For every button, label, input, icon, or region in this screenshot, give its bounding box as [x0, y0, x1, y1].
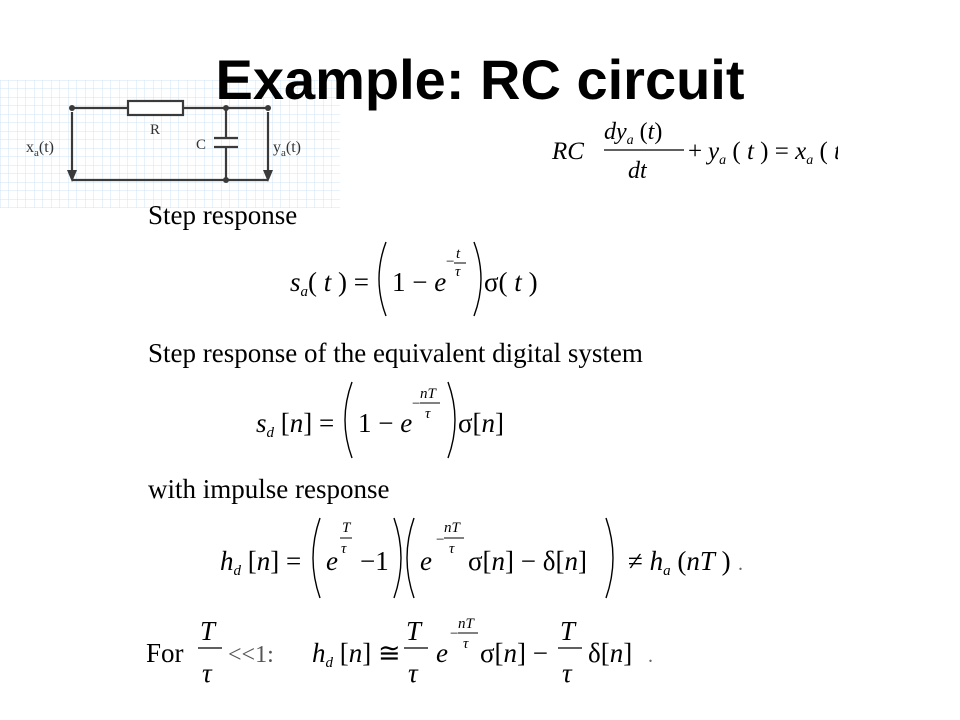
svg-text:−: − — [446, 254, 454, 270]
rc-differential-equation: RC dya (t) dt + ya ( t ) = xa ( t ) — [551, 119, 838, 184]
svg-text:−: − — [436, 532, 444, 548]
svg-text:RC: RC — [551, 138, 584, 165]
svg-text:−: − — [450, 626, 458, 642]
capacitor-label: C — [196, 137, 206, 153]
svg-text:e: e — [326, 546, 338, 576]
svg-text:1 − e: 1 − e — [392, 267, 446, 297]
svg-text:1 − e: 1 − e — [358, 408, 412, 438]
svg-text:.: . — [738, 553, 743, 575]
svg-text:hd [n] =: hd [n] = — [220, 546, 301, 579]
approximation-equation: T τ <<1: hd [n] ≅ T τ e − nT τ σ[n] − T … — [198, 616, 653, 688]
svg-text:T: T — [342, 520, 352, 536]
svg-text:−1: −1 — [360, 546, 389, 576]
svg-text:σ[n] − δ[n]: σ[n] − δ[n] — [468, 546, 587, 576]
svg-text:τ: τ — [425, 406, 431, 422]
svg-text:dya (t): dya (t) — [604, 119, 662, 148]
much-less-than-one: <<1: — [228, 642, 274, 668]
svg-text:τ: τ — [463, 636, 469, 652]
svg-text:T: T — [406, 616, 423, 646]
resistor-label: R — [150, 122, 160, 138]
svg-text:e: e — [436, 638, 448, 668]
input-signal-label: xa(t) — [26, 139, 54, 159]
svg-text:ya ( t ) = xa ( t ): ya ( t ) = xa ( t ) — [705, 138, 838, 168]
svg-text:nT: nT — [458, 616, 476, 632]
analog-step-response-equation: sa( t ) = 1 − e − t τ σ( t ) — [290, 241, 538, 317]
for-label: For — [146, 638, 184, 668]
svg-text:τ: τ — [202, 658, 213, 688]
svg-text:T: T — [200, 616, 217, 646]
slide-title: Example: RC circuit — [215, 48, 745, 111]
svg-text:nT: nT — [420, 386, 438, 402]
step-response-heading: Step response — [148, 200, 298, 230]
svg-text:sa( t ) =: sa( t ) = — [290, 267, 369, 300]
svg-text:τ: τ — [455, 264, 461, 280]
svg-text:t: t — [456, 246, 461, 262]
svg-text:τ: τ — [341, 541, 347, 557]
svg-text:.: . — [648, 645, 653, 667]
svg-text:e: e — [420, 546, 432, 576]
svg-text:σ( t ): σ( t ) — [484, 267, 538, 297]
svg-text:τ: τ — [562, 658, 573, 688]
rc-circuit-diagram: R C xa(t) ya(t) — [0, 80, 340, 208]
svg-text:≠ ha (nT ): ≠ ha (nT ) — [628, 546, 731, 579]
svg-text:T: T — [560, 616, 577, 646]
svg-text:τ: τ — [449, 541, 455, 557]
svg-text:σ[n] −: σ[n] − — [480, 638, 548, 668]
impulse-response-heading: with impulse response — [148, 474, 390, 504]
svg-text:nT: nT — [444, 520, 462, 536]
digital-step-response-heading: Step response of the equivalent digital … — [148, 338, 643, 368]
svg-text:δ[n]: δ[n] — [588, 638, 632, 668]
svg-text:sd [n] =: sd [n] = — [256, 408, 334, 441]
svg-text:hd [n] ≅: hd [n] ≅ — [312, 638, 401, 671]
svg-text:τ: τ — [408, 658, 419, 688]
svg-text:+: + — [688, 138, 702, 165]
svg-text:σ[n]: σ[n] — [458, 408, 504, 438]
digital-impulse-response-equation: hd [n] = e T τ −1 e − nT τ σ[n] − δ[n] ≠… — [220, 517, 743, 599]
digital-step-response-equation: sd [n] = 1 − e − nT τ σ[n] — [256, 381, 504, 459]
output-signal-label: ya(t) — [273, 139, 301, 159]
svg-text:−: − — [412, 396, 420, 412]
svg-text:dt: dt — [628, 158, 648, 184]
